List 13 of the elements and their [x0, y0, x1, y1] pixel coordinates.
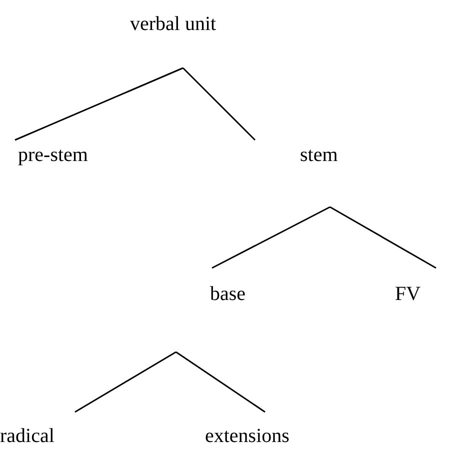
node-label: verbal unit	[130, 12, 216, 36]
node-label: radical	[0, 424, 54, 448]
branch-line	[182, 67, 256, 141]
branch-line	[176, 351, 266, 413]
node-label: base	[210, 282, 246, 306]
branch-line	[74, 351, 176, 413]
node-label: FV	[395, 282, 421, 306]
branch-line	[212, 206, 330, 269]
node-label: pre-stem	[18, 143, 88, 167]
node-label: extensions	[205, 424, 290, 448]
node-label: stem	[300, 143, 338, 167]
branch-line	[14, 67, 184, 141]
branch-line	[330, 206, 436, 269]
